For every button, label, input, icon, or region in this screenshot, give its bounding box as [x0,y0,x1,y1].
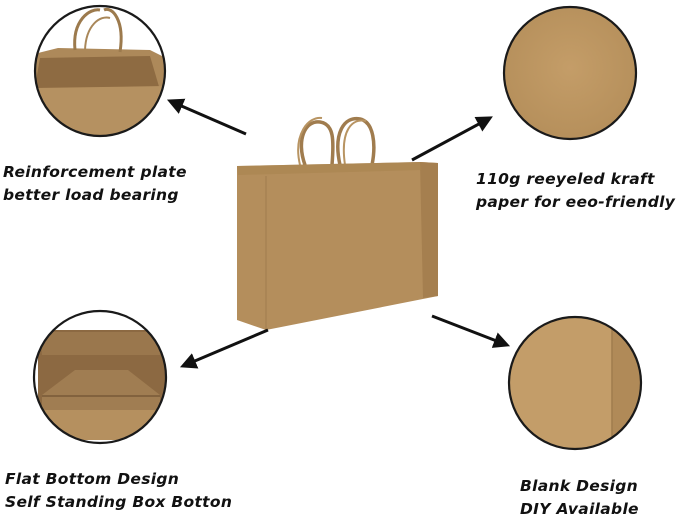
kraft-bag [237,116,438,330]
arrow-to-flat-bottom [179,328,269,369]
caption-line: Reinforcement plate [3,163,187,181]
caption-flat-bottom: Flat Bottom Design Self Standing Box Bot… [5,468,232,514]
caption-line: better load bearing [3,186,179,204]
caption-line: Flat Bottom Design [5,470,180,488]
caption-line: Blank Design [520,477,638,495]
caption-blank-design: Blank Design DIY Available [520,475,639,521]
caption-reinforcement-plate: Reinforcement plate better load bearing [3,161,187,207]
reinforcement-plate-photo [33,4,167,138]
blank-side-photo [507,315,643,451]
flat-bottom-photo [32,309,168,445]
arrow-to-reinforcement-plate [166,98,247,136]
arrow-to-kraft-paper [411,116,493,162]
caption-kraft-paper: 110g reeyeled kraft paper for eeo-friend… [476,168,675,214]
arrow-to-blank-side [431,314,511,348]
caption-line: DIY Available [520,500,639,518]
caption-line: 110g reeyeled kraft [476,170,655,188]
caption-line: Self Standing Box Botton [5,493,233,511]
kraft-paper-texture-photo [502,5,638,141]
caption-line: paper for eeo-friendly [476,193,676,211]
